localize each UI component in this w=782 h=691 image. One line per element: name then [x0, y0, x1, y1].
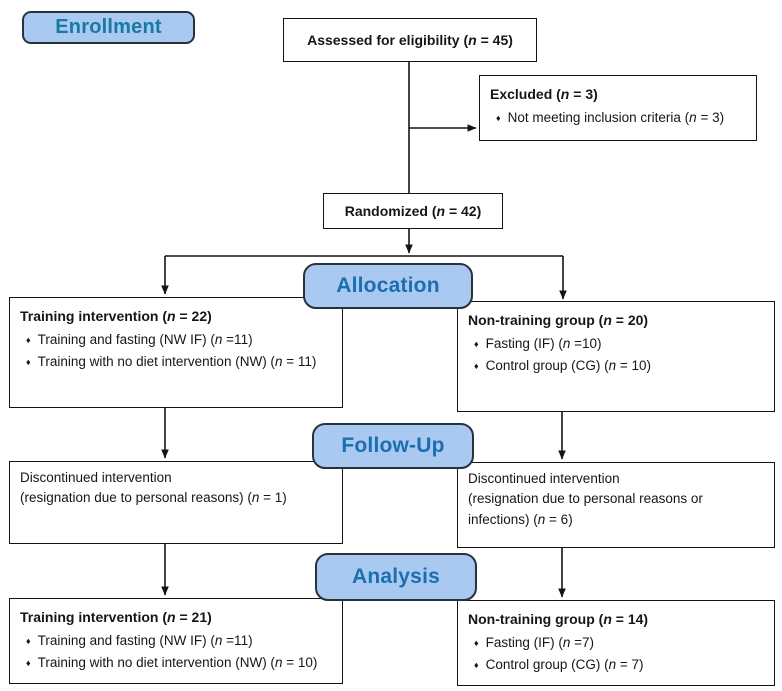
list-item-text: Fasting (IF) (n =7): [485, 635, 595, 650]
list-item-text: Fasting (IF) (n =10): [485, 336, 602, 351]
list-item-text: Training with no diet intervention (NW) …: [37, 354, 317, 370]
allocation-badge-label: Allocation: [336, 274, 440, 297]
enrollment-badge: Enrollment: [22, 11, 195, 44]
list-item: ♦ Control group (CG) (n = 10): [474, 356, 764, 376]
list-item: ♦ Fasting (IF) (n =10): [474, 334, 764, 354]
followup-badge-label: Follow-Up: [341, 434, 445, 457]
enrollment-badge-label: Enrollment: [55, 16, 162, 38]
nontraining-analysis-title: Non-training group (n = 14): [468, 611, 649, 627]
assessed-box: Assessed for eligibility (n = 45): [283, 18, 537, 62]
excluded-item: ♦ Not meeting inclusion criteria (n = 3): [496, 108, 746, 128]
diamond-bullet-icon: ♦: [26, 335, 31, 345]
nontraining-allocation-title: Non-training group (n = 20): [468, 312, 649, 328]
analysis-badge: Analysis: [315, 553, 477, 601]
followup-badge: Follow-Up: [312, 423, 474, 469]
list-item: ♦ Training and fasting (NW IF) (n =11): [26, 330, 332, 350]
diamond-bullet-icon: ♦: [26, 636, 31, 646]
nontraining-allocation-box: Non-training group (n = 20) ♦ Fasting (I…: [457, 301, 775, 412]
excluded-box: Excluded (n = 3) ♦ Not meeting inclusion…: [479, 75, 757, 141]
list-item: ♦ Control group (CG) (n = 7): [474, 655, 764, 675]
followup-left-line2: (resignation due to personal reasons) (n…: [20, 490, 287, 506]
diamond-bullet-icon: ♦: [474, 660, 479, 671]
training-analysis-title: Training intervention (n = 21): [20, 609, 212, 625]
analysis-badge-label: Analysis: [352, 565, 440, 588]
list-item: ♦ Training with no diet intervention (NW…: [26, 352, 332, 372]
excluded-item-text: Not meeting inclusion criteria (n = 3): [507, 110, 725, 125]
diamond-bullet-icon: ♦: [26, 658, 31, 669]
diamond-bullet-icon: ♦: [474, 339, 479, 349]
randomized-box: Randomized (n = 42): [323, 193, 503, 229]
list-item-text: Control group (CG) (n = 7): [485, 657, 644, 673]
training-analysis-box: Training intervention (n = 21) ♦ Trainin…: [9, 598, 343, 684]
followup-right-line1: Discontinued intervention: [468, 471, 620, 486]
diamond-bullet-icon: ♦: [474, 638, 479, 648]
nontraining-analysis-box: Non-training group (n = 14) ♦ Fasting (I…: [457, 600, 775, 686]
list-item: ♦ Training with no diet intervention (NW…: [26, 653, 332, 673]
list-item: ♦ Fasting (IF) (n =7): [474, 633, 764, 653]
training-allocation-box: Training intervention (n = 22) ♦ Trainin…: [9, 297, 343, 408]
list-item-text: Training and fasting (NW IF) (n =11): [37, 633, 253, 648]
diamond-bullet-icon: ♦: [496, 113, 501, 123]
followup-right-line2: (resignation due to personal reasons or …: [468, 491, 703, 527]
assessed-text: Assessed for eligibility (n = 45): [307, 31, 513, 48]
list-item-text: Training with no diet intervention (NW) …: [37, 655, 318, 671]
excluded-title: Excluded (n = 3): [490, 86, 598, 102]
diamond-bullet-icon: ♦: [26, 357, 31, 368]
diamond-bullet-icon: ♦: [474, 361, 479, 372]
list-item-text: Training and fasting (NW IF) (n =11): [37, 332, 253, 347]
list-item: ♦ Training and fasting (NW IF) (n =11): [26, 631, 332, 651]
list-item-text: Control group (CG) (n = 10): [485, 358, 652, 374]
training-followup-box: Discontinued intervention (resignation d…: [9, 461, 343, 544]
randomized-text: Randomized (n = 42): [344, 202, 482, 219]
training-allocation-title: Training intervention (n = 22): [20, 308, 212, 324]
nontraining-followup-box: Discontinued intervention (resignation d…: [457, 462, 775, 548]
allocation-badge: Allocation: [303, 263, 473, 309]
followup-left-line1: Discontinued intervention: [20, 470, 172, 485]
